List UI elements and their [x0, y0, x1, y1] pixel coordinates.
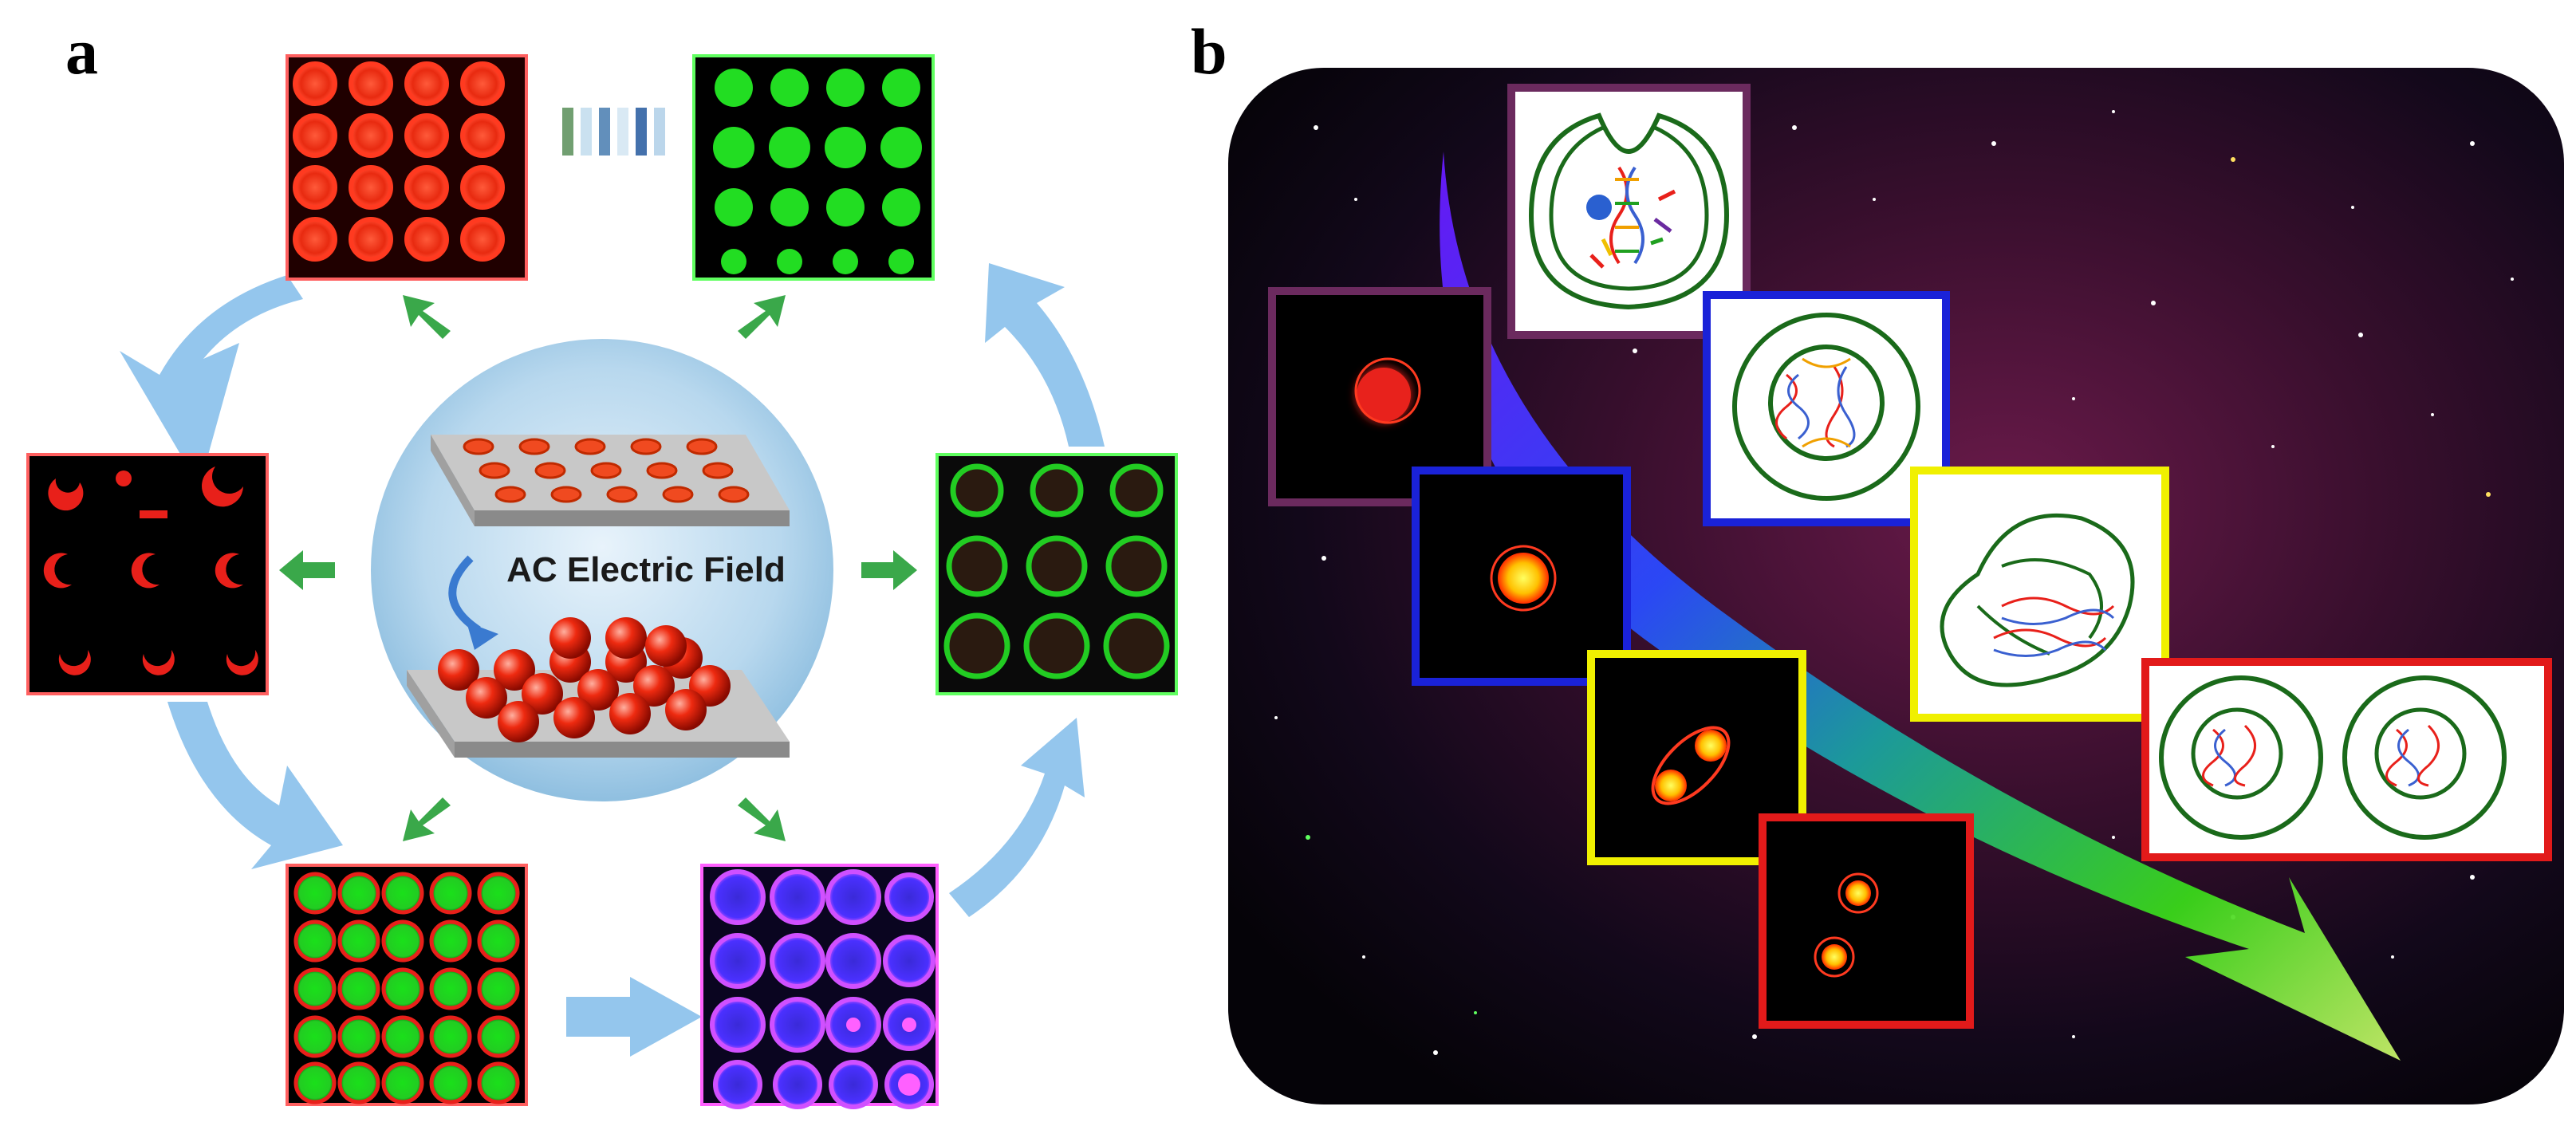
tile-red-green-array	[286, 864, 528, 1106]
red-discs	[463, 438, 750, 503]
ac-field-circle-icon	[371, 339, 833, 801]
micrograph-blue	[1412, 467, 1631, 686]
cell-membrane-icon	[1528, 112, 1730, 310]
dna-icon	[1775, 357, 1856, 448]
dna-icon	[2202, 724, 2440, 787]
tile-green-array	[692, 54, 935, 281]
ac-electric-field-label: AC Electric Field	[506, 550, 786, 589]
diagram-dividing-cell	[1910, 467, 2169, 722]
tile-red-partial	[26, 453, 269, 695]
red-spheres	[438, 617, 731, 742]
panel-b-label: b	[1191, 15, 1227, 88]
micrograph-red	[1759, 813, 1974, 1029]
tile-green-rings	[935, 453, 1178, 695]
tile-red-array	[286, 54, 528, 281]
tile-blue-magenta-array	[700, 864, 939, 1109]
radial-arrow-icon	[279, 295, 917, 841]
dna-icon	[1609, 166, 1644, 265]
cycle-arrow-icon	[120, 108, 1105, 1057]
panel-a	[26, 54, 1178, 1109]
cell-membrane-icon	[1940, 513, 2135, 687]
top-connector-stripes	[562, 108, 665, 156]
dna-icon	[1993, 596, 2115, 657]
panel-a-label: a	[65, 15, 98, 88]
curved-arrow-icon	[448, 555, 481, 634]
diagram-nucleus	[1703, 291, 1950, 526]
sweep-arrow-icon	[1440, 152, 2401, 1061]
panel-b	[1228, 68, 2564, 1104]
diagram-daughter-cells	[2141, 658, 2552, 861]
